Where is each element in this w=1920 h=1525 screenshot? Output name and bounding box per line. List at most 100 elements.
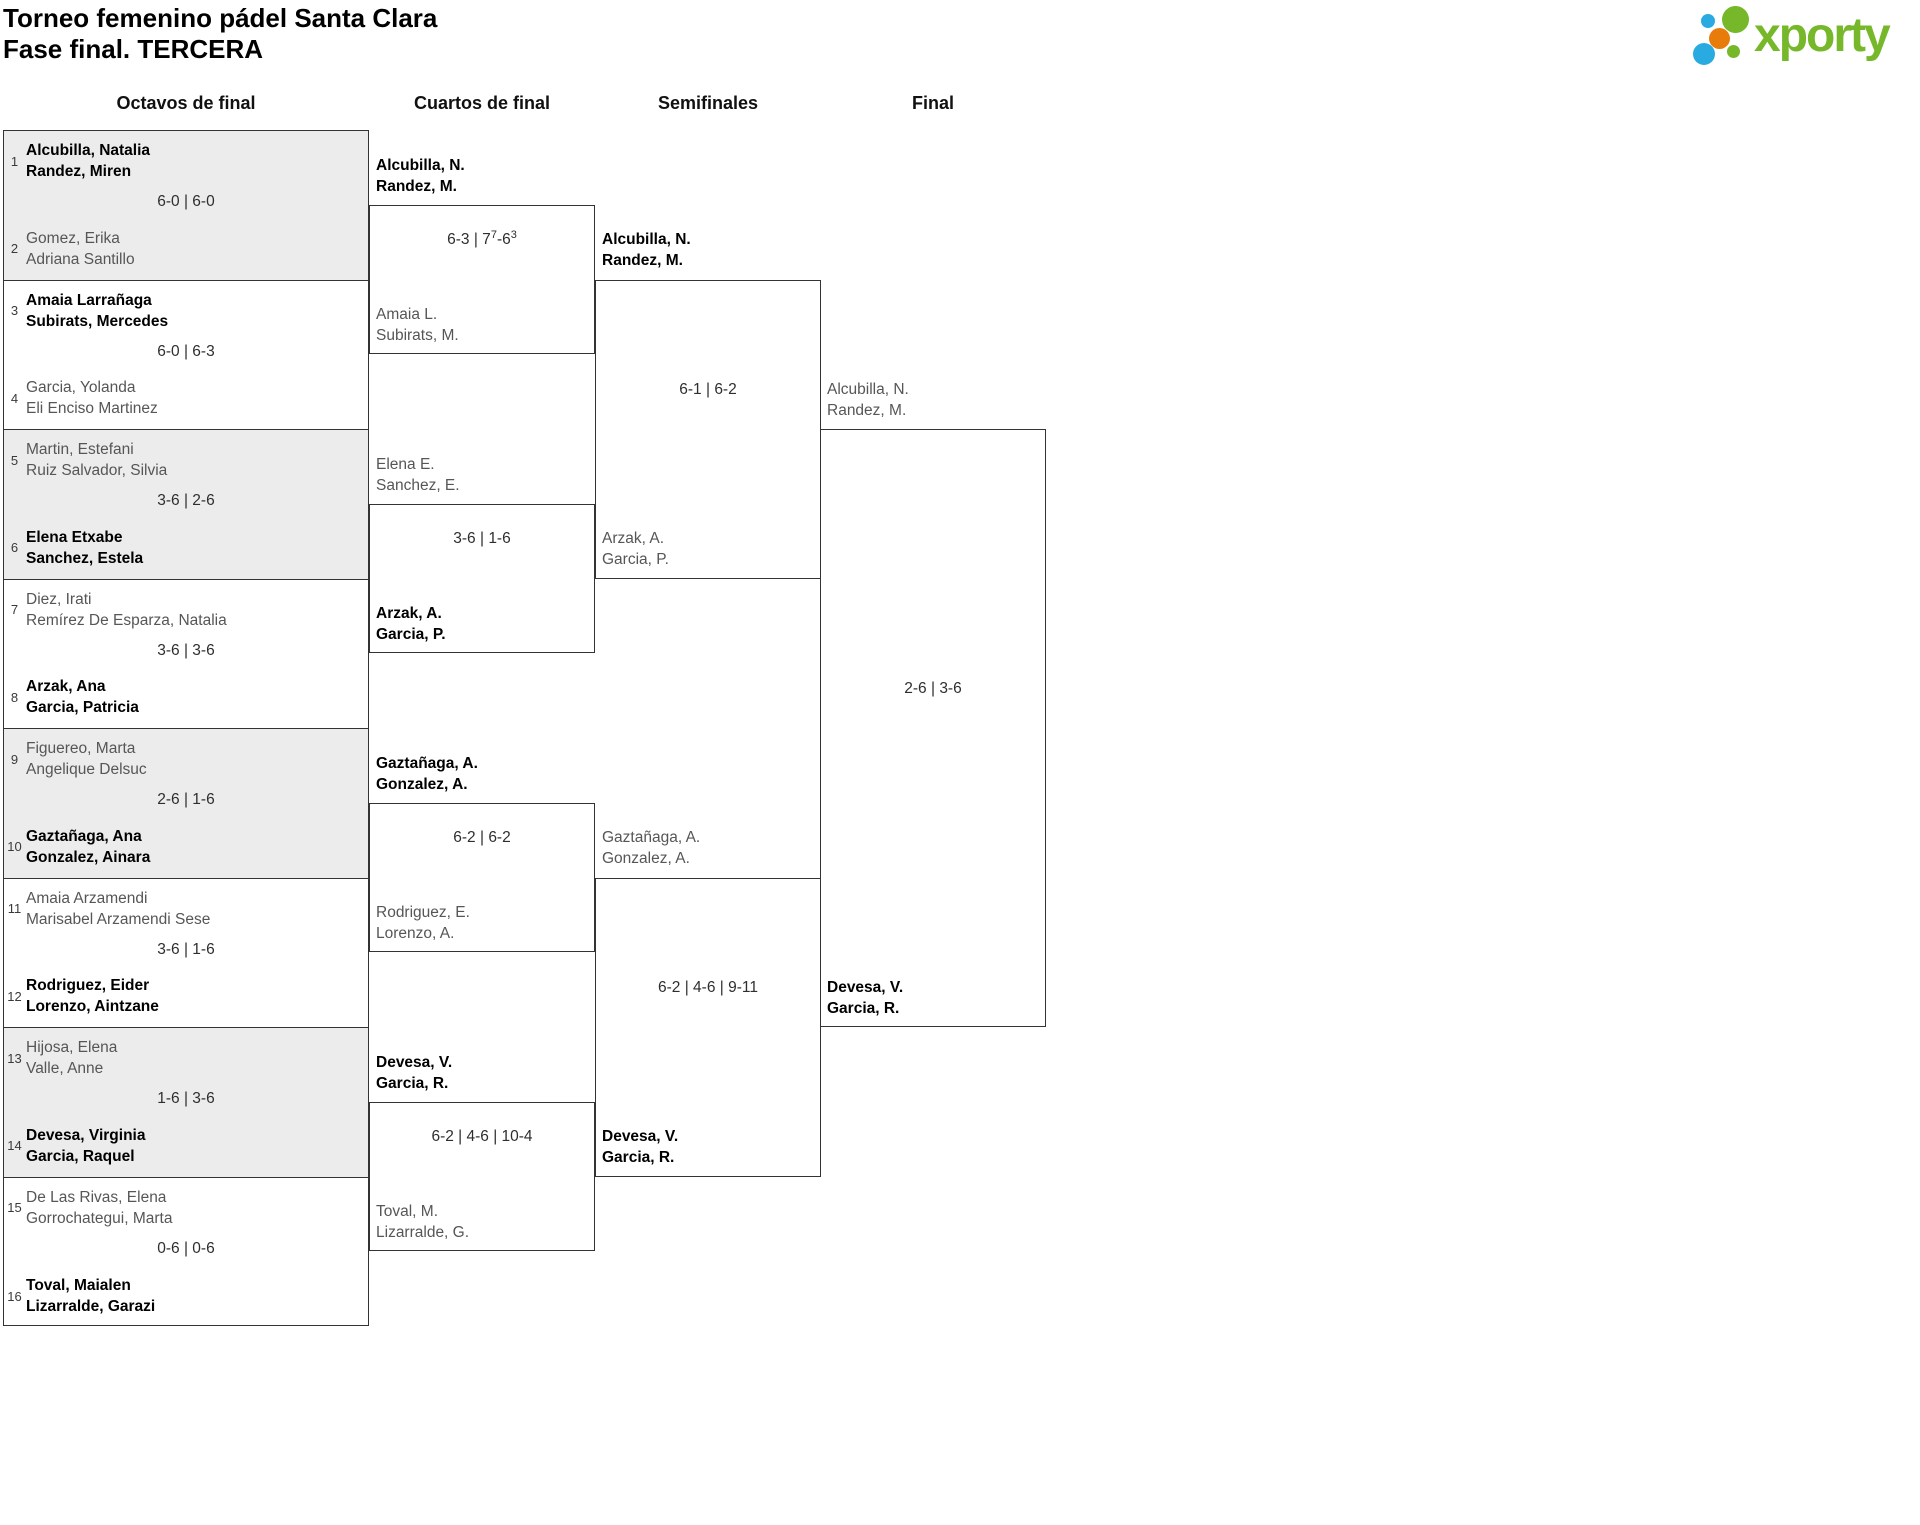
seed-number: 8 <box>10 689 19 705</box>
team-names: Amaia Larrañaga Subirats, Mercedes <box>26 291 169 330</box>
team-names: Gaztañaga, Ana Gonzalez, Ainara <box>26 827 151 866</box>
seed-number: 5 <box>10 452 19 468</box>
seed-number: 9 <box>10 751 19 767</box>
seed-number: 3 <box>10 303 19 318</box>
cuartos-1-score: 6-3 | 77-63 <box>447 229 517 249</box>
team-row: 15 De Las Rivas, Elena Gorrochategui, Ma… <box>4 1187 368 1229</box>
seed-number: 13 <box>7 1050 22 1066</box>
cuartos-box-1 <box>369 205 595 354</box>
match-score: 3-6 | 1-6 <box>157 940 215 958</box>
octavos-match-2: 3 Amaia Larrañaga Subirats, Mercedes 6-0… <box>4 281 368 430</box>
team-names: Gomez, Erika Adriana Santillo <box>26 229 135 268</box>
team-row: 7 Diez, Irati Remírez De Esparza, Natali… <box>4 589 368 631</box>
cuartos-4-team1-label: Devesa, V. Garcia, R. <box>376 1054 453 1092</box>
final-score: 2-6 | 3-6 <box>904 680 962 697</box>
cuartos-box-4 <box>369 1102 595 1251</box>
team-row: 8 Arzak, Ana Garcia, Patricia <box>4 676 368 718</box>
xporty-logo[interactable]: xporty <box>1690 2 1916 68</box>
cuartos-2-score: 3-6 | 1-6 <box>453 530 511 547</box>
seed-number: 4 <box>10 390 19 406</box>
logo-dot-icon <box>1693 43 1715 65</box>
team-names: Arzak, Ana Garcia, Patricia <box>26 678 139 716</box>
semifinal-2-team2-label: Devesa, V. Garcia, R. <box>602 1128 679 1166</box>
cuartos-3-score: 6-2 | 6-2 <box>453 829 511 846</box>
cuartos-1-team1-label: Alcubilla, N. Randez, M. <box>376 157 465 195</box>
semifinal-box-2 <box>595 877 821 1177</box>
match-score: 6-0 | 6-0 <box>157 193 215 210</box>
team-names: Alcubilla, Natalia Randez, Miren <box>26 142 151 180</box>
team-names: Toval, Maialen Lizarralde, Garazi <box>26 1277 156 1315</box>
round-header-semifinales: Semifinales <box>657 93 759 113</box>
team-names: Devesa, Virginia Garcia, Raquel <box>26 1126 146 1165</box>
octavos-match-5: 9 Figuereo, Marta Angelique Delsuc 2-6 |… <box>4 729 368 879</box>
match-score: 3-6 | 3-6 <box>157 641 215 659</box>
team-row: 5 Martin, Estefani Ruiz Salvador, Silvia <box>4 439 368 481</box>
logo-dot-icon <box>1727 45 1740 58</box>
seed-number: 10 <box>7 839 22 854</box>
semifinal-2-team1-label: Gaztañaga, A. Gonzalez, A. <box>602 829 701 867</box>
round-header-cuartos: Cuartos de final <box>413 93 551 113</box>
final-team2-label: Devesa, V. Garcia, R. <box>827 979 904 1017</box>
octavos-column: 1 Alcubilla, Natalia Randez, Miren 6-0 |… <box>3 130 369 1326</box>
cuartos-3-team2-label: Rodriguez, E. Lorenzo, A. <box>376 904 470 942</box>
page-title: Torneo femenino pádel Santa Clara Fase f… <box>3 3 437 65</box>
semifinal-1-score: 6-1 | 6-2 <box>679 381 737 398</box>
seed-number: 16 <box>7 1288 22 1304</box>
final-team1-label: Alcubilla, N. Randez, M. <box>827 381 909 419</box>
tournament-name: Torneo femenino pádel Santa Clara <box>3 3 438 33</box>
team-row: 10 Gaztañaga, Ana Gonzalez, Ainara <box>4 826 368 868</box>
seed-number: 12 <box>7 988 22 1004</box>
team-names: Amaia Arzamendi Marisabel Arzamendi Sese <box>26 889 211 928</box>
team-row: 9 Figuereo, Marta Angelique Delsuc <box>4 738 368 780</box>
match-score: 6-0 | 6-3 <box>157 342 215 360</box>
team-row: 3 Amaia Larrañaga Subirats, Mercedes <box>4 290 368 332</box>
octavos-match-4: 7 Diez, Irati Remírez De Esparza, Natali… <box>4 580 368 729</box>
team-row: 16 Toval, Maialen Lizarralde, Garazi <box>4 1275 368 1317</box>
semifinal-2-score: 6-2 | 4-6 | 9-11 <box>658 979 758 996</box>
seed-number: 2 <box>10 241 19 256</box>
team-row: 1 Alcubilla, Natalia Randez, Miren <box>4 140 368 182</box>
team-row: 11 Amaia Arzamendi Marisabel Arzamendi S… <box>4 888 368 930</box>
octavos-match-1: 1 Alcubilla, Natalia Randez, Miren 6-0 |… <box>4 131 368 281</box>
seed-number: 11 <box>7 901 22 916</box>
match-score: 1-6 | 3-6 <box>157 1090 215 1107</box>
seed-number: 6 <box>10 540 19 555</box>
team-names: De Las Rivas, Elena Gorrochategui, Marta <box>26 1188 173 1227</box>
octavos-match-6: 11 Amaia Arzamendi Marisabel Arzamendi S… <box>4 879 368 1028</box>
octavos-match-8: 15 De Las Rivas, Elena Gorrochategui, Ma… <box>4 1178 368 1328</box>
semifinal-1-team1-label: Alcubilla, N. Randez, M. <box>602 231 691 269</box>
seed-number: 14 <box>7 1138 22 1153</box>
cuartos-box-2 <box>369 504 595 653</box>
octavos-match-3: 5 Martin, Estefani Ruiz Salvador, Silvia… <box>4 430 368 580</box>
octavos-match-7: 13 Hijosa, Elena Valle, Anne 1-6 | 3-6 1… <box>4 1028 368 1178</box>
team-row: 14 Devesa, Virginia Garcia, Raquel <box>4 1125 368 1167</box>
logo-dot-icon <box>1722 6 1749 33</box>
match-score: 3-6 | 2-6 <box>157 492 215 509</box>
logo-wordmark: xporty <box>1754 9 1891 62</box>
match-score: 2-6 | 1-6 <box>157 791 215 808</box>
team-names: Diez, Irati Remírez De Esparza, Natalia <box>26 590 227 629</box>
team-names: Elena Etxabe Sanchez, Estela <box>26 528 144 567</box>
seed-number: 7 <box>10 602 19 617</box>
team-row: 4 Garcia, Yolanda Eli Enciso Martinez <box>4 377 368 419</box>
team-row: 13 Hijosa, Elena Valle, Anne <box>4 1037 368 1079</box>
cuartos-3-team1-label: Gaztañaga, A. Gonzalez, A. <box>376 755 478 793</box>
logo-dot-icon <box>1709 28 1730 49</box>
seed-number: 15 <box>7 1200 22 1215</box>
team-names: Figuereo, Marta Angelique Delsuc <box>26 740 147 778</box>
team-row: 2 Gomez, Erika Adriana Santillo <box>4 228 368 270</box>
semifinal-1-team2-label: Arzak, A. Garcia, P. <box>602 530 669 568</box>
logo-dot-icon <box>1701 14 1715 28</box>
team-row: 6 Elena Etxabe Sanchez, Estela <box>4 527 368 569</box>
team-names: Garcia, Yolanda Eli Enciso Martinez <box>26 379 158 417</box>
seed-number: 1 <box>10 153 19 169</box>
team-names: Hijosa, Elena Valle, Anne <box>26 1039 118 1077</box>
round-header-octavos: Octavos de final <box>116 93 256 113</box>
cuartos-1-team2-label: Amaia L. Subirats, M. <box>376 306 459 344</box>
team-names: Rodriguez, Eider Lorenzo, Aintzane <box>26 977 159 1015</box>
cuartos-box-3 <box>369 803 595 952</box>
cuartos-4-score: 6-2 | 4-6 | 10-4 <box>431 1128 533 1145</box>
round-header-final: Final <box>911 93 955 113</box>
team-row: 12 Rodriguez, Eider Lorenzo, Aintzane <box>4 975 368 1017</box>
